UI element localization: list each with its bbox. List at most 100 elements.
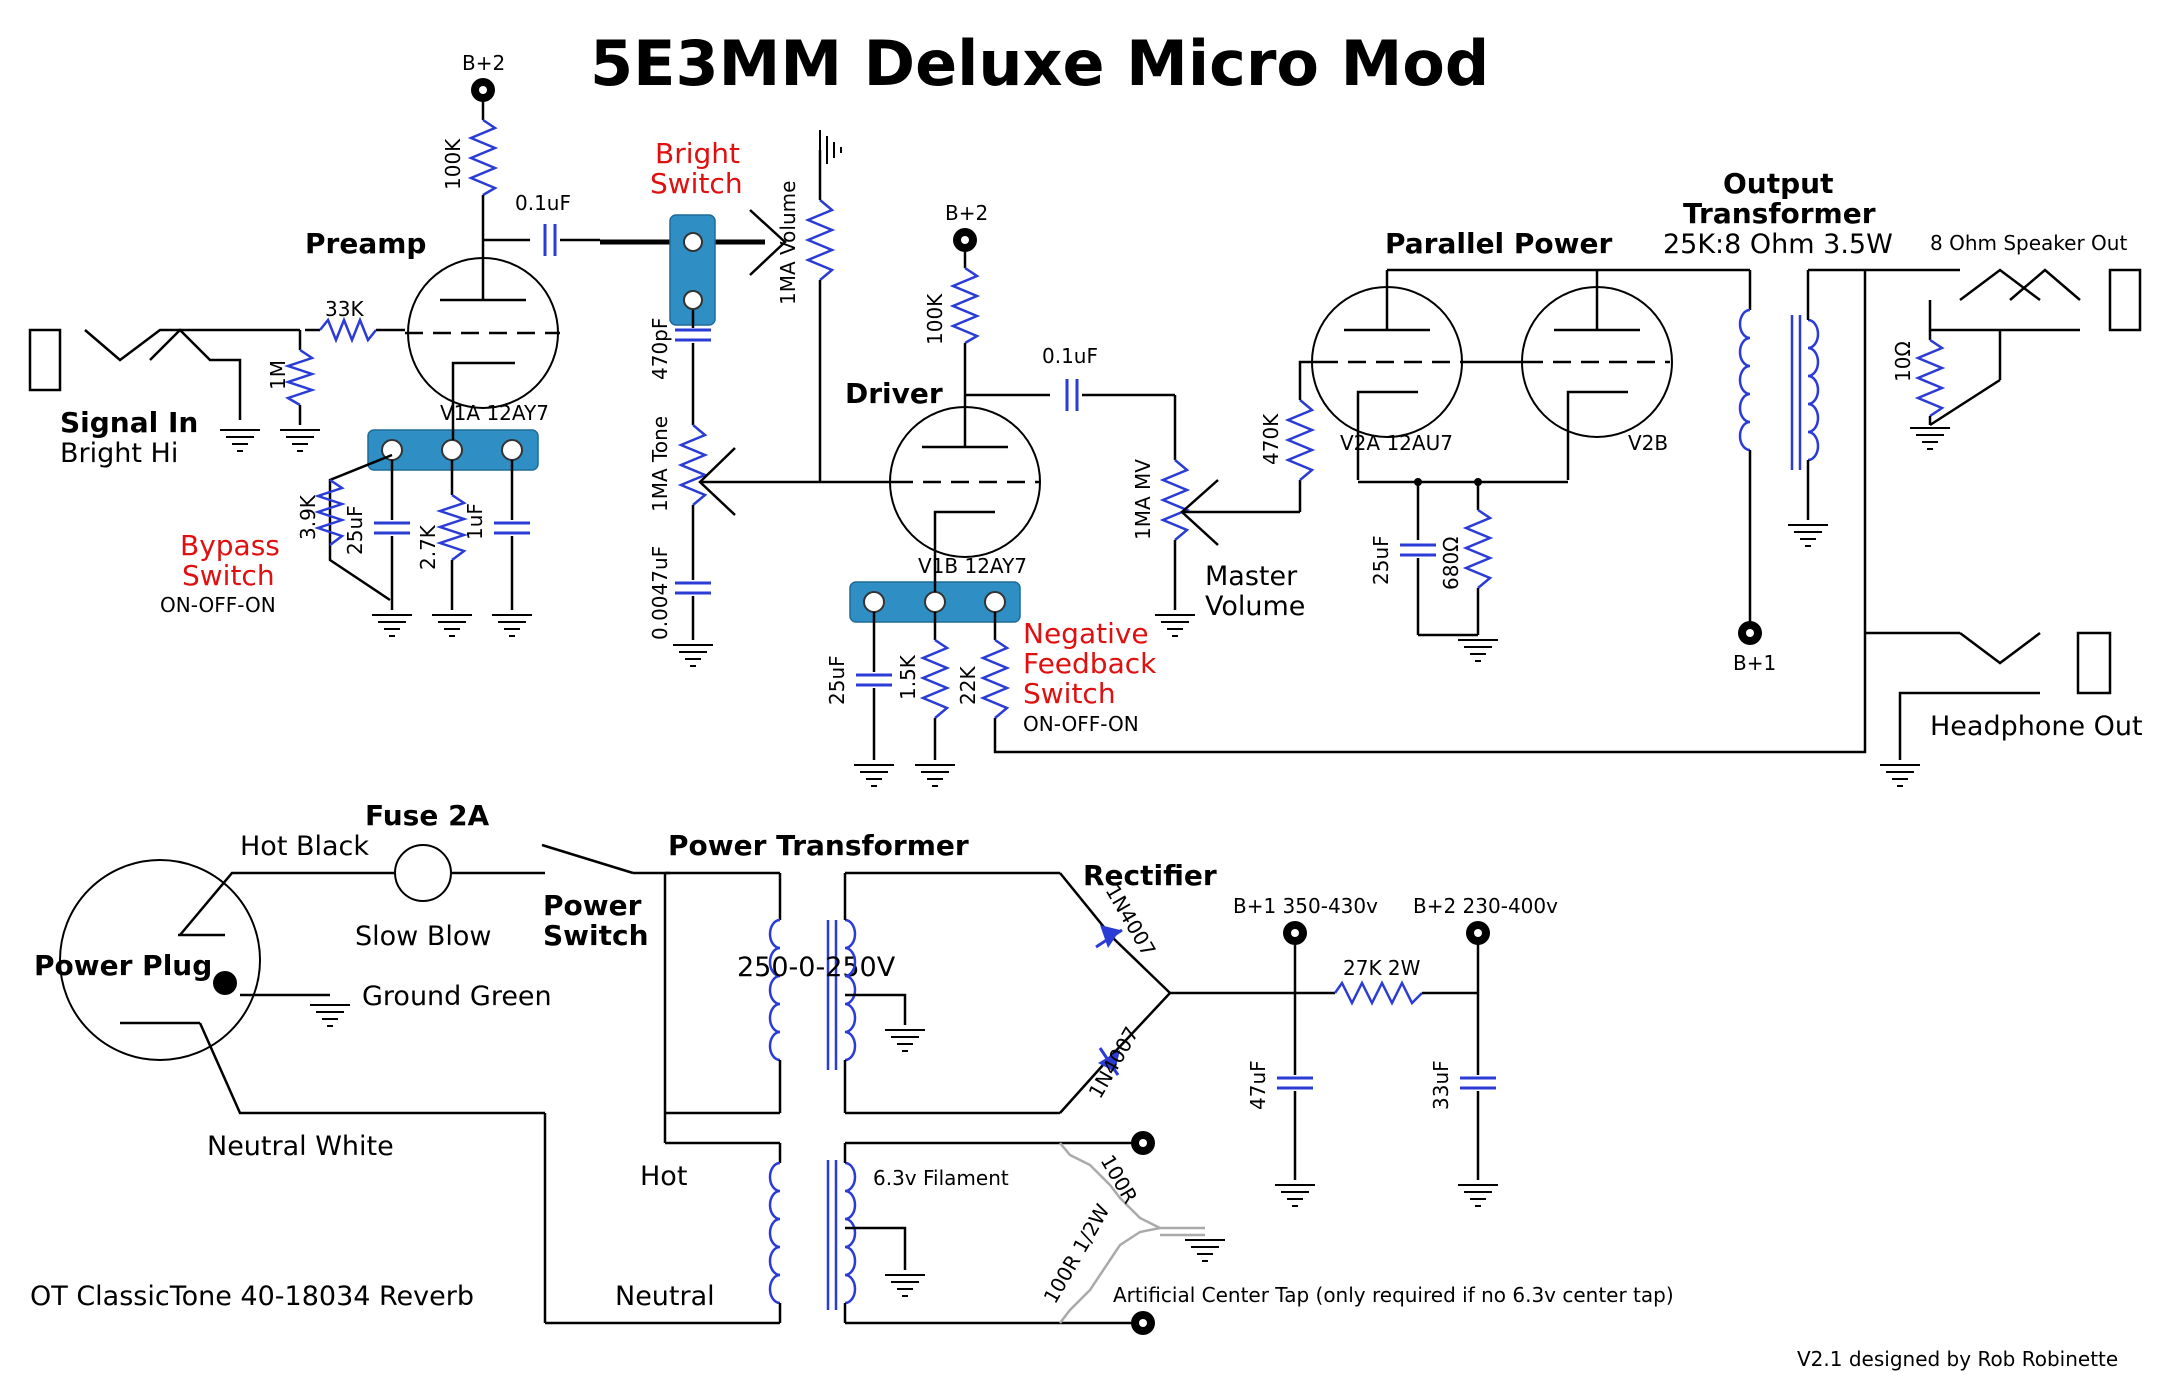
neutral-label: Neutral	[615, 1281, 715, 1312]
bypass-switch-label-1: Bypass	[180, 529, 280, 562]
master-volume-label-1: Master	[1205, 561, 1298, 592]
bright-switch-label-1: Bright	[655, 137, 740, 170]
c-01uf-driver-icon	[1065, 377, 1079, 413]
c-25uf-bypass-icon	[372, 521, 412, 535]
input-jack-ground-icon	[219, 429, 261, 452]
c-25uf-driver-ground-icon	[853, 764, 895, 787]
c-0047uf-icon	[673, 581, 713, 595]
power-transformer-title: Power Transformer	[668, 829, 969, 862]
c-01uf-driver-label: 0.1uF	[1042, 344, 1098, 368]
c-47uf-label: 47uF	[1246, 1060, 1270, 1110]
c-33uf-label: 33uF	[1429, 1060, 1453, 1110]
driver-title: Driver	[845, 377, 943, 410]
bright-hi-label: Bright Hi	[60, 438, 178, 469]
slow-blow-label: Slow Blow	[355, 921, 491, 952]
hot-black-label: Hot Black	[240, 831, 369, 862]
speaker-ground-icon	[1909, 427, 1951, 450]
nfb-switch-pin-3	[984, 591, 1006, 613]
r-100r-b-label: 100R 1/2W	[1039, 1200, 1115, 1308]
bypass-switch-label-2: Switch	[182, 559, 275, 592]
c-47uf-icon	[1275, 1076, 1315, 1090]
neutral-white-label: Neutral White	[207, 1131, 394, 1162]
nfb-switch-label-1: Negative	[1023, 617, 1149, 650]
preamp-stage: B+2 100K 0.1uF Preamp V1A 12AY7 33K 1M S…	[28, 51, 765, 637]
filament-ct-ground-icon	[884, 1274, 926, 1297]
c-0047uf-label: 0.0047uF	[648, 546, 672, 640]
b1-label-ot: B+1	[1733, 651, 1776, 675]
c-25uf-power-label: 25uF	[1369, 535, 1393, 585]
bright-switch-label-2: Switch	[650, 167, 743, 200]
c-33uf-ground-icon	[1457, 1184, 1499, 1207]
pt-ct-ground-icon	[884, 1029, 926, 1052]
ot-spec-label: 25K:8 Ohm 3.5W	[1663, 229, 1893, 260]
c-470pf-icon	[673, 328, 713, 342]
signal-in-label: Signal In	[60, 406, 198, 439]
c-25uf-driver-label: 25uF	[825, 655, 849, 705]
b2-terminal-icon	[471, 78, 495, 102]
r-1m-label: 1M	[266, 360, 290, 390]
r-2k7-ground-icon	[431, 614, 473, 637]
pot-volume-label: 1MA Volume	[776, 181, 800, 305]
ot-primary-coil-icon	[1738, 308, 1752, 452]
preamp-title: Preamp	[305, 227, 426, 260]
pt-primary-coil-icon	[768, 918, 782, 1062]
b2-label-driver: B+2	[945, 201, 988, 225]
c-25uf-bypass-label: 25uF	[343, 505, 367, 555]
r-100k-driver-label: 100K	[923, 293, 947, 345]
mv-ground-icon	[1154, 614, 1196, 637]
pt-filament-primary-coil-icon	[768, 1161, 782, 1305]
r-100k-preamp-label: 100K	[441, 138, 465, 190]
r-2k7-label: 2.7K	[416, 524, 440, 570]
center-tap-note: Artificial Center Tap (only required if …	[1113, 1283, 1674, 1307]
headphone-out-label: Headphone Out	[1930, 711, 2143, 742]
nfb-mode-label: ON-OFF-ON	[1023, 712, 1139, 736]
speaker-out: 8 Ohm Speaker Out 10Ω	[1865, 231, 2142, 450]
r-33k-label: 33K	[325, 297, 364, 321]
r-27k2w-label: 27K 2W	[1343, 956, 1421, 980]
b2-supply-terminal-icon	[1466, 921, 1490, 945]
r-22k-label: 22K	[956, 666, 980, 705]
pot-tone-label: 1MA Tone	[648, 416, 672, 512]
r-10-label: 10Ω	[1891, 341, 1915, 382]
b2-label-preamp: B+2	[462, 51, 505, 75]
pt-hv-secondary-coil-icon	[843, 918, 857, 1062]
b1-supply-label: B+1 350-430v	[1233, 894, 1378, 918]
b1-supply-terminal-icon	[1283, 921, 1307, 945]
nfb-switch-pin-2	[924, 591, 946, 613]
plug-ground-icon	[309, 1004, 351, 1027]
c-25uf-driver-icon	[854, 673, 894, 687]
c-25uf-power-icon	[1398, 543, 1438, 557]
ground-green-label: Ground Green	[362, 981, 552, 1012]
d1-label: 1N4007	[1101, 881, 1161, 961]
power-stage: Parallel Power 470K V2A 12AU7 V2B 25uF 6…	[1259, 227, 1750, 662]
c-47uf-ground-icon	[1274, 1184, 1316, 1207]
v2b-label: V2B	[1628, 431, 1668, 455]
d2-label: 1N4007	[1084, 1022, 1144, 1102]
ot-title-2: Transformer	[1683, 197, 1876, 230]
center-tap-ground-icon	[1184, 1239, 1226, 1262]
rectifier-title: Rectifier	[1083, 859, 1217, 892]
pt-filament-secondary-coil-icon	[843, 1161, 857, 1305]
power-switch-label-2: Switch	[543, 919, 649, 952]
ground-pin-icon	[213, 971, 237, 995]
fuse-label: Fuse 2A	[365, 799, 490, 832]
c-33uf-icon	[1458, 1076, 1498, 1090]
output-transformer: Output Transformer 25K:8 Ohm 3.5W B+1 He…	[1663, 167, 2143, 787]
ot-secondary-coil-icon	[1806, 318, 1820, 462]
bright-switch-pin-1	[683, 232, 703, 252]
v2a-label: V2A 12AU7	[1340, 431, 1453, 455]
r-3k9-label: 3.9K	[296, 494, 320, 540]
r-1k5-ground-icon	[914, 764, 956, 787]
power-switch-label-1: Power	[543, 889, 642, 922]
v1a-label: V1A 12AY7	[440, 401, 549, 425]
r-470k-label: 470K	[1259, 413, 1283, 465]
driver-stage: B+2 100K 0.1uF Driver V1B 12AY7 1MA MV M…	[825, 201, 1867, 787]
speaker-out-label: 8 Ohm Speaker Out	[1930, 231, 2127, 255]
tone-ground-icon	[672, 644, 714, 667]
nfb-switch-label-3: Switch	[1023, 677, 1116, 710]
ot-title-1: Output	[1723, 167, 1833, 200]
power-plug-label: Power Plug	[34, 949, 212, 982]
r-1k5-label: 1.5K	[896, 654, 920, 700]
parallel-power-title: Parallel Power	[1385, 227, 1613, 260]
ot-part-note: OT ClassicTone 40-18034 Reverb	[30, 1281, 474, 1312]
